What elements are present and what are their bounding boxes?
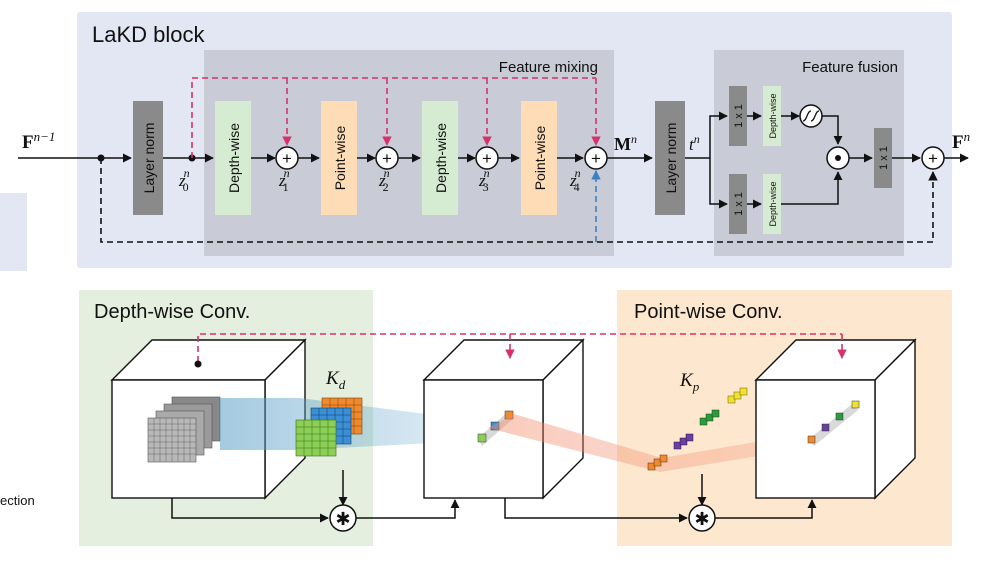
fusion-depthwise-lower-label: Depth-wise [768,181,778,226]
kp-label: Kp [679,370,700,394]
m-label: Mn [614,132,637,154]
pointwise-block-2 [521,101,557,215]
pointwise-panel-title: Point-wise Conv. [634,301,783,323]
conv-operator-1-symbol: ✱ [335,509,350,529]
left-partial-panel [0,193,27,271]
depthwise-label-2: Depth-wise [433,123,449,193]
layer-norm-label-1: Layer norm [141,123,157,194]
fusion-conv-upper [729,86,747,146]
output-pixels [807,400,860,446]
kp-kernels [647,387,748,471]
add-node-1-symbol: + [282,149,292,168]
input-label: Fn−1 [22,129,55,153]
depthwise-block-1 [215,101,251,215]
fusion-depthwise-upper-label: Depth-wise [768,93,778,138]
t-label: tn [689,132,700,154]
fusion-conv-lower-label: 1 x 1 [733,192,745,216]
conv-operator-2-symbol: ✱ [694,509,709,529]
intermediate-feature-cube [422,338,585,500]
fusion-depthwise-upper [763,86,781,146]
fusion-output-conv [874,128,892,188]
fusion-depthwise-lower [763,174,781,234]
feature-mixing-label: Feature mixing [499,59,598,76]
pointwise-beam [488,414,820,472]
depthwise-block-2 [422,101,458,215]
feature-fusion-label: Feature fusion [802,59,898,76]
bottom-pink-origin-dot [194,360,202,368]
add-node-3-symbol: + [482,149,492,168]
add-node-2-symbol: + [382,149,392,168]
activation-icon [799,104,823,128]
kd-kernels [295,397,363,457]
pointwise-block-1 [321,101,357,215]
residual-connection [100,158,938,243]
depthwise-label-1: Depth-wise [226,123,242,193]
pointwise-label-1: Point-wise [332,126,348,191]
output-label: Fn [952,129,970,153]
kd-label: Kd [325,368,346,392]
fusion-output-conv-label: 1 x 1 [878,146,890,170]
add-node-4-symbol: + [591,149,601,168]
layer-norm-block-1 [133,101,163,215]
pink-skip-connections [191,77,601,158]
add-node-output-symbol: + [928,149,938,168]
lakd-block-title: LaKD block [92,22,206,47]
pointwise-label-2: Point-wise [532,126,548,191]
layer-norm-label-2: Layer norm [663,123,679,194]
bottom-pink-connection [197,333,847,362]
left-partial-text: ection [0,493,35,508]
layer-norm-block-2 [655,101,685,215]
fusion-conv-upper-label: 1 x 1 [733,104,745,128]
depthwise-panel-title: Depth-wise Conv. [94,301,250,323]
fusion-conv-lower [729,174,747,234]
input-patch-grid [147,396,221,463]
